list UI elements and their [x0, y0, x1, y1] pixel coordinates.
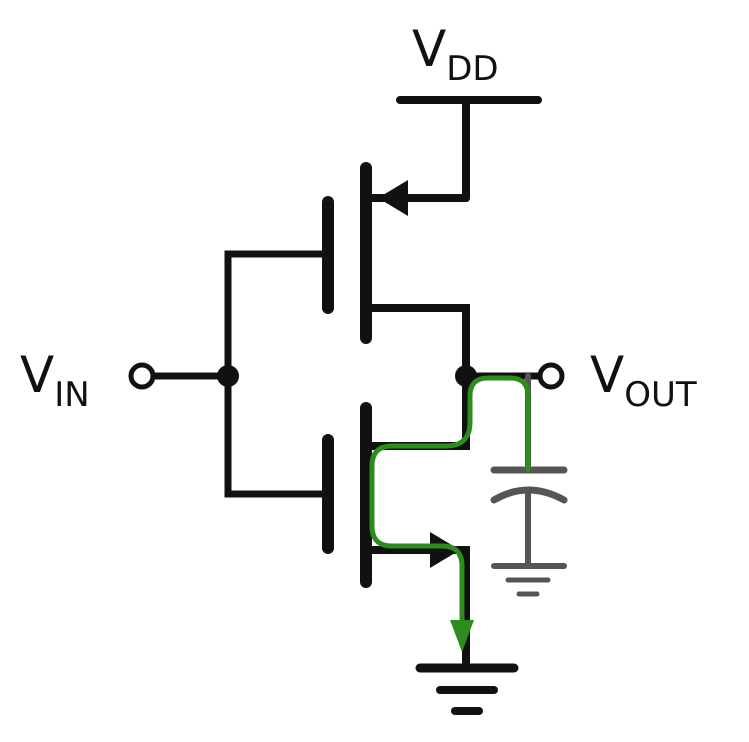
- current-path: [369, 375, 531, 635]
- vout-terminal: [537, 362, 565, 390]
- ground-symbol: [415, 663, 519, 715]
- vin-label: VIN: [20, 346, 90, 415]
- input-wiring: [147, 250, 332, 498]
- current-arrow-icon: [450, 620, 474, 652]
- vout-label: VOUT: [590, 346, 697, 415]
- input-junction-dot: [217, 365, 239, 387]
- vin-terminal: [128, 362, 156, 390]
- vdd-label: VDD: [412, 20, 499, 89]
- pmos-arrow-icon: [378, 180, 408, 216]
- vdd-rail: [396, 96, 542, 202]
- output-junction-dot: [455, 365, 477, 387]
- pmos-transistor: [322, 162, 470, 376]
- nmos-transistor: [322, 372, 470, 668]
- nmos-arrow-icon: [430, 532, 460, 568]
